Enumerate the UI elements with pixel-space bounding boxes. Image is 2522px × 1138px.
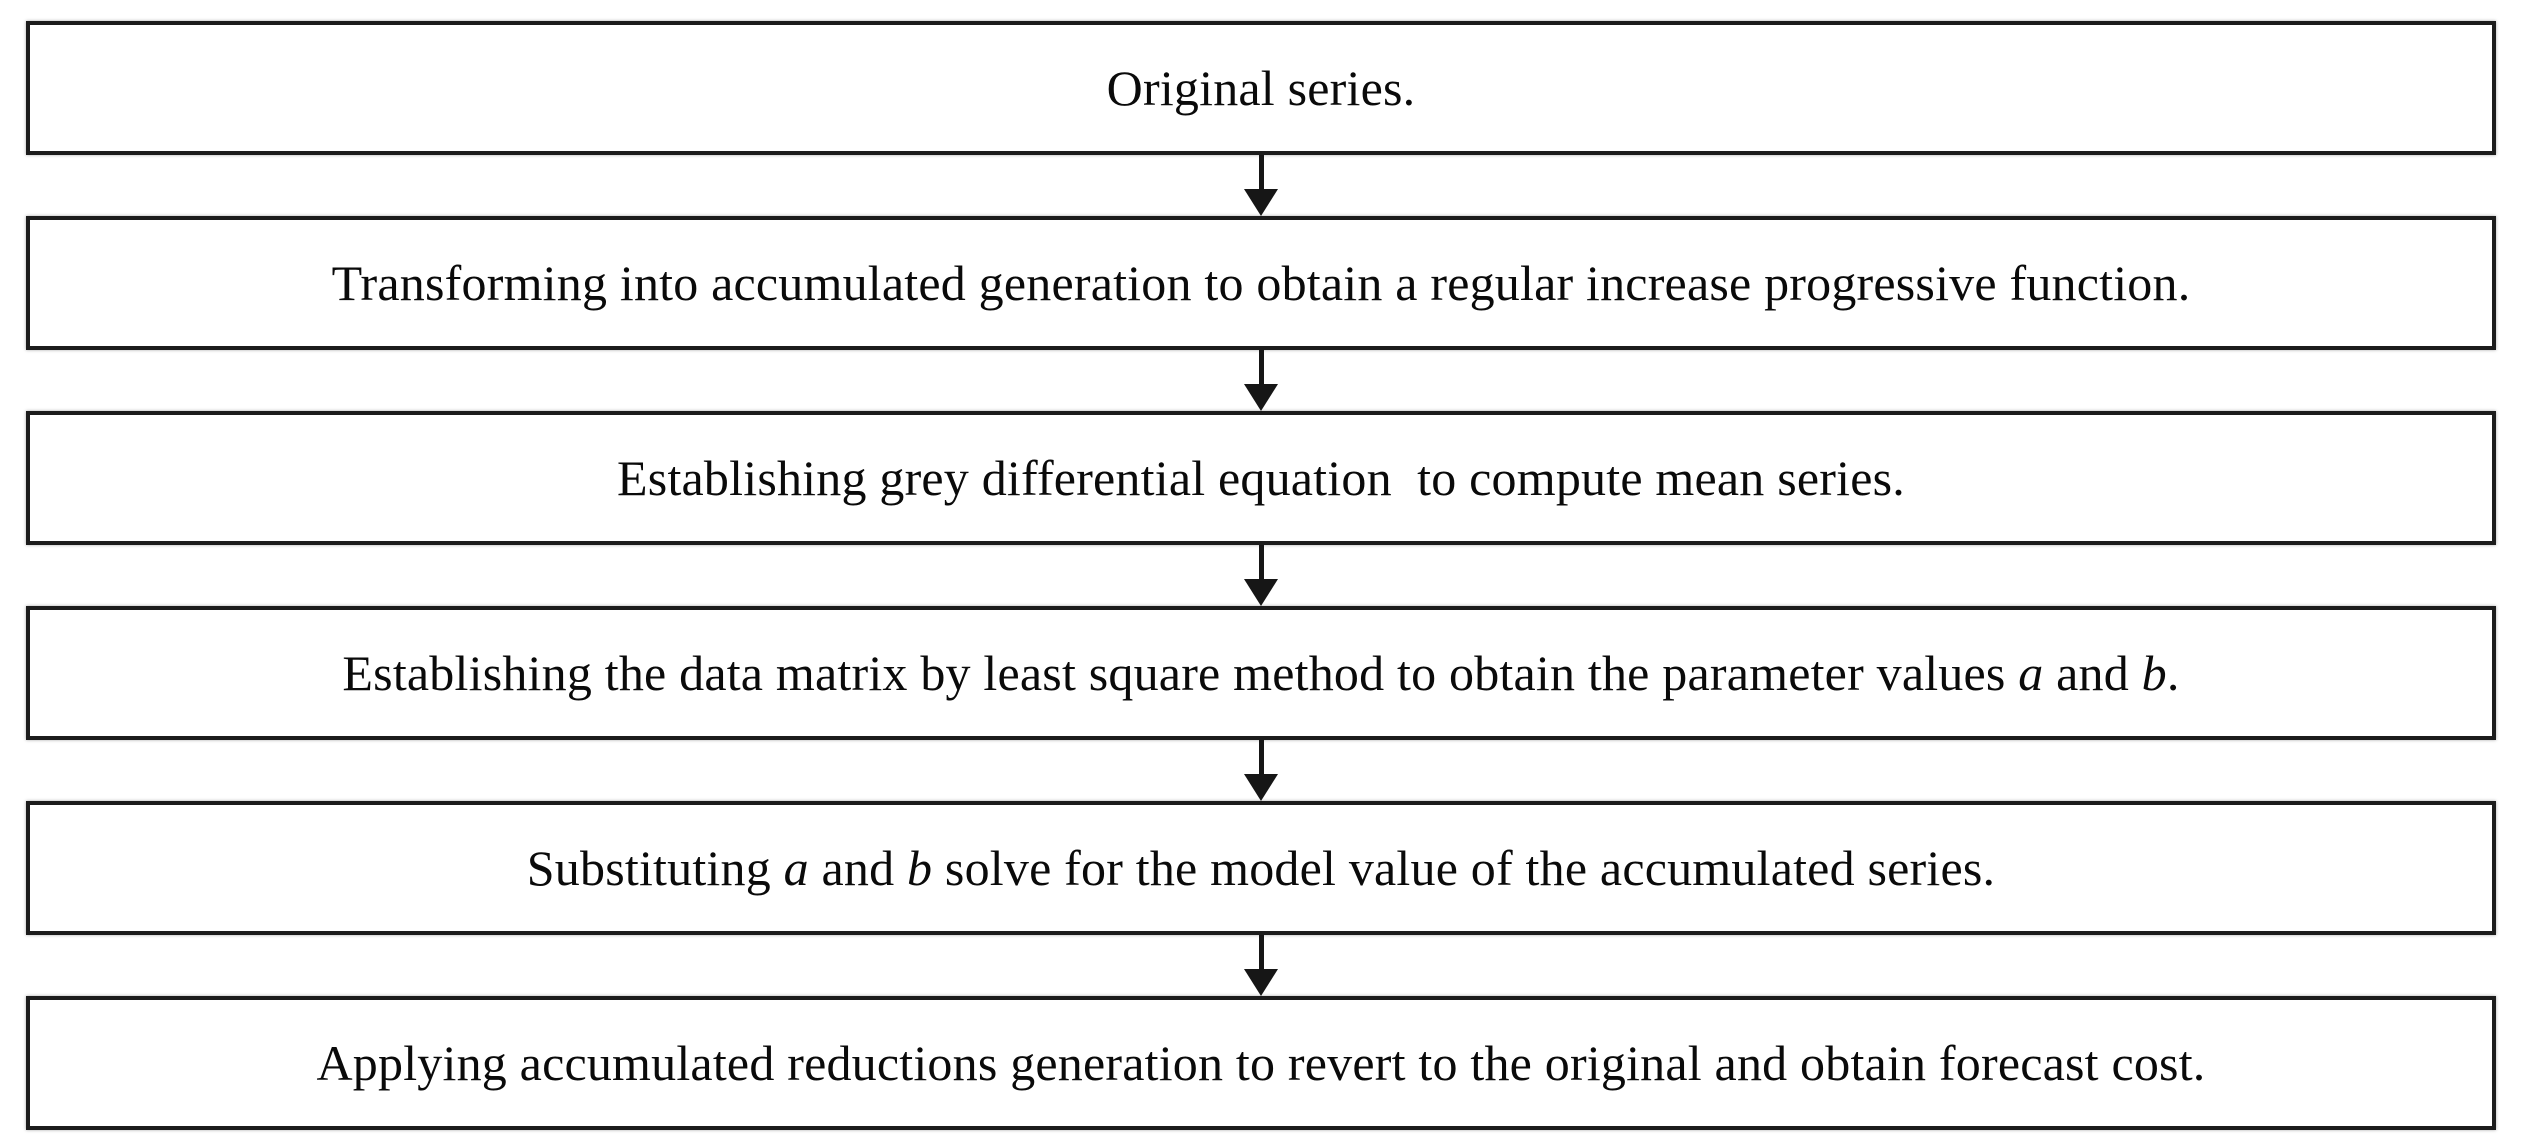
- arrow-stem: [1258, 155, 1264, 189]
- flow-box-label: Transforming into accumulated generation…: [331, 254, 2191, 311]
- arrow-head: [1244, 969, 1278, 996]
- flow-box-accumulated-reductions: Applying accumulated reductions generati…: [26, 996, 2496, 1130]
- flow-box-substitute-parameters: Substituting a and b solve for the model…: [26, 801, 2496, 935]
- flow-box-data-matrix-least-square: Establishing the data matrix by least sq…: [26, 606, 2496, 740]
- arrow-stem: [1258, 935, 1264, 969]
- arrow-head: [1244, 579, 1278, 606]
- arrow-stem: [1258, 350, 1264, 384]
- flow-box-accumulated-generation: Transforming into accumulated generation…: [26, 216, 2496, 350]
- arrow-stem: [1258, 740, 1264, 774]
- down-arrow-icon: [0, 740, 2522, 801]
- arrow-head: [1244, 774, 1278, 801]
- down-arrow-icon: [0, 935, 2522, 996]
- grey-model-flowchart: Original series. Transforming into accum…: [0, 21, 2522, 1130]
- arrow-stem: [1258, 545, 1264, 579]
- flow-box-label: Establishing grey differential equation …: [617, 449, 1905, 506]
- flow-box-original-series: Original series.: [26, 21, 2496, 155]
- arrow-head: [1244, 189, 1278, 216]
- flow-box-label: Substituting a and b solve for the model…: [526, 839, 1996, 896]
- arrow-head: [1244, 384, 1278, 411]
- flow-box-label: Establishing the data matrix by least sq…: [342, 644, 2180, 701]
- flow-box-label: Applying accumulated reductions generati…: [316, 1034, 2206, 1091]
- flow-box-grey-differential-equation: Establishing grey differential equation …: [26, 411, 2496, 545]
- down-arrow-icon: [0, 155, 2522, 216]
- flow-box-label: Original series.: [1106, 59, 1416, 116]
- down-arrow-icon: [0, 545, 2522, 606]
- down-arrow-icon: [0, 350, 2522, 411]
